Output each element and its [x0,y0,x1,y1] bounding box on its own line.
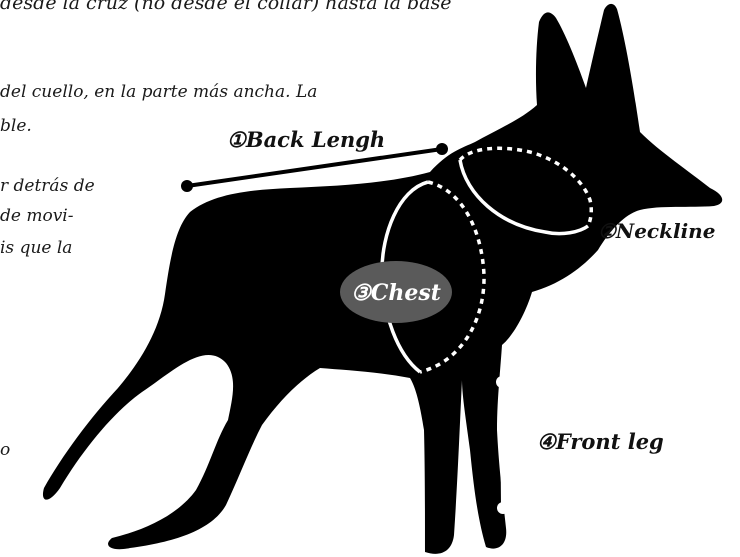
back-length-label: ①Back Lengh [227,127,385,152]
neckline-label: ②Neckline [598,219,715,243]
front-leg-label: ④Front leg [537,429,664,454]
front-leg-top-dot [496,376,508,388]
chest-label: ③Chest [351,280,441,306]
back-length-end-dot [436,143,448,155]
back-length-start-dot [181,180,193,192]
front-leg-bottom-dot [497,502,509,514]
front-leg-line [502,382,503,508]
